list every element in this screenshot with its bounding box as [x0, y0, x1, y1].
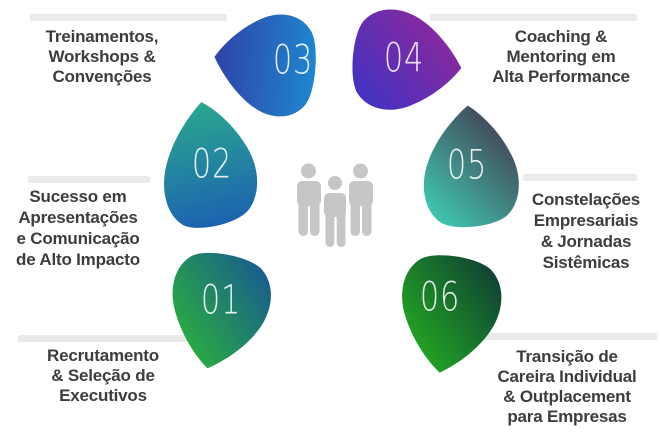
label-line: Sistêmicas	[542, 253, 630, 272]
person-front	[324, 176, 346, 247]
label-line: Apresentações	[18, 208, 138, 227]
petal-number-03: 03	[272, 36, 314, 84]
petal-02	[164, 102, 258, 228]
label-line: Alta Performance	[492, 67, 630, 86]
label-line: Treinamentos,	[45, 27, 159, 46]
separator-bar-03	[30, 14, 227, 21]
label-line: & Seleção de	[51, 366, 155, 385]
petal-05	[423, 105, 519, 228]
label-01: Recrutamento & Seleção de Executivos	[22, 346, 184, 406]
person-back-right	[349, 163, 373, 236]
label-line: de Alto Impacto	[16, 250, 140, 269]
petal-06	[402, 255, 502, 373]
label-line: Executivos	[59, 386, 147, 405]
petal-number-06: 06	[419, 273, 461, 321]
person-back-left	[297, 163, 321, 236]
label-line: Recrutamento	[47, 346, 159, 365]
label-line: Empresariais	[533, 211, 639, 230]
petal-number-04: 04	[383, 34, 425, 82]
label-05: Constelações Empresariais & Jornadas Sis…	[506, 189, 661, 273]
separator-bar-04	[430, 14, 637, 21]
label-line: Constelações	[531, 190, 641, 209]
petal-04	[352, 9, 462, 110]
label-line: para Empresas	[507, 407, 627, 426]
label-line: Coaching &	[514, 27, 608, 46]
label-04: Coaching & Mentoring em Alta Performance	[461, 27, 661, 87]
label-03: Treinamentos, Workshops & Convenções	[9, 27, 195, 87]
petal-number-02: 02	[191, 140, 233, 188]
label-line: Mentoring em	[506, 47, 616, 66]
label-line: & Jornadas	[540, 232, 632, 251]
label-line: Careira Individual	[497, 367, 637, 386]
label-line: & Outplacement	[503, 387, 631, 406]
label-line: Transição de	[516, 347, 618, 366]
label-line: Workshops &	[48, 47, 156, 66]
separator-bar-05	[523, 174, 637, 181]
label-line: Sucesso em	[29, 187, 127, 206]
label-06: Transição de Careira Individual & Outpla…	[486, 347, 648, 427]
label-line: e Comunicação	[16, 229, 140, 248]
petal-03	[214, 14, 316, 117]
separator-bar-01	[18, 335, 188, 342]
label-02: Sucesso em Apresentações e Comunicação d…	[0, 186, 156, 270]
separator-bar-06	[478, 333, 657, 340]
petal-number-05: 05	[446, 141, 488, 189]
petal-number-01: 01	[200, 276, 242, 324]
petal-01	[172, 252, 271, 369]
label-line: Convenções	[52, 67, 152, 86]
people-group-icon	[297, 163, 373, 248]
separator-bar-02	[28, 176, 150, 183]
